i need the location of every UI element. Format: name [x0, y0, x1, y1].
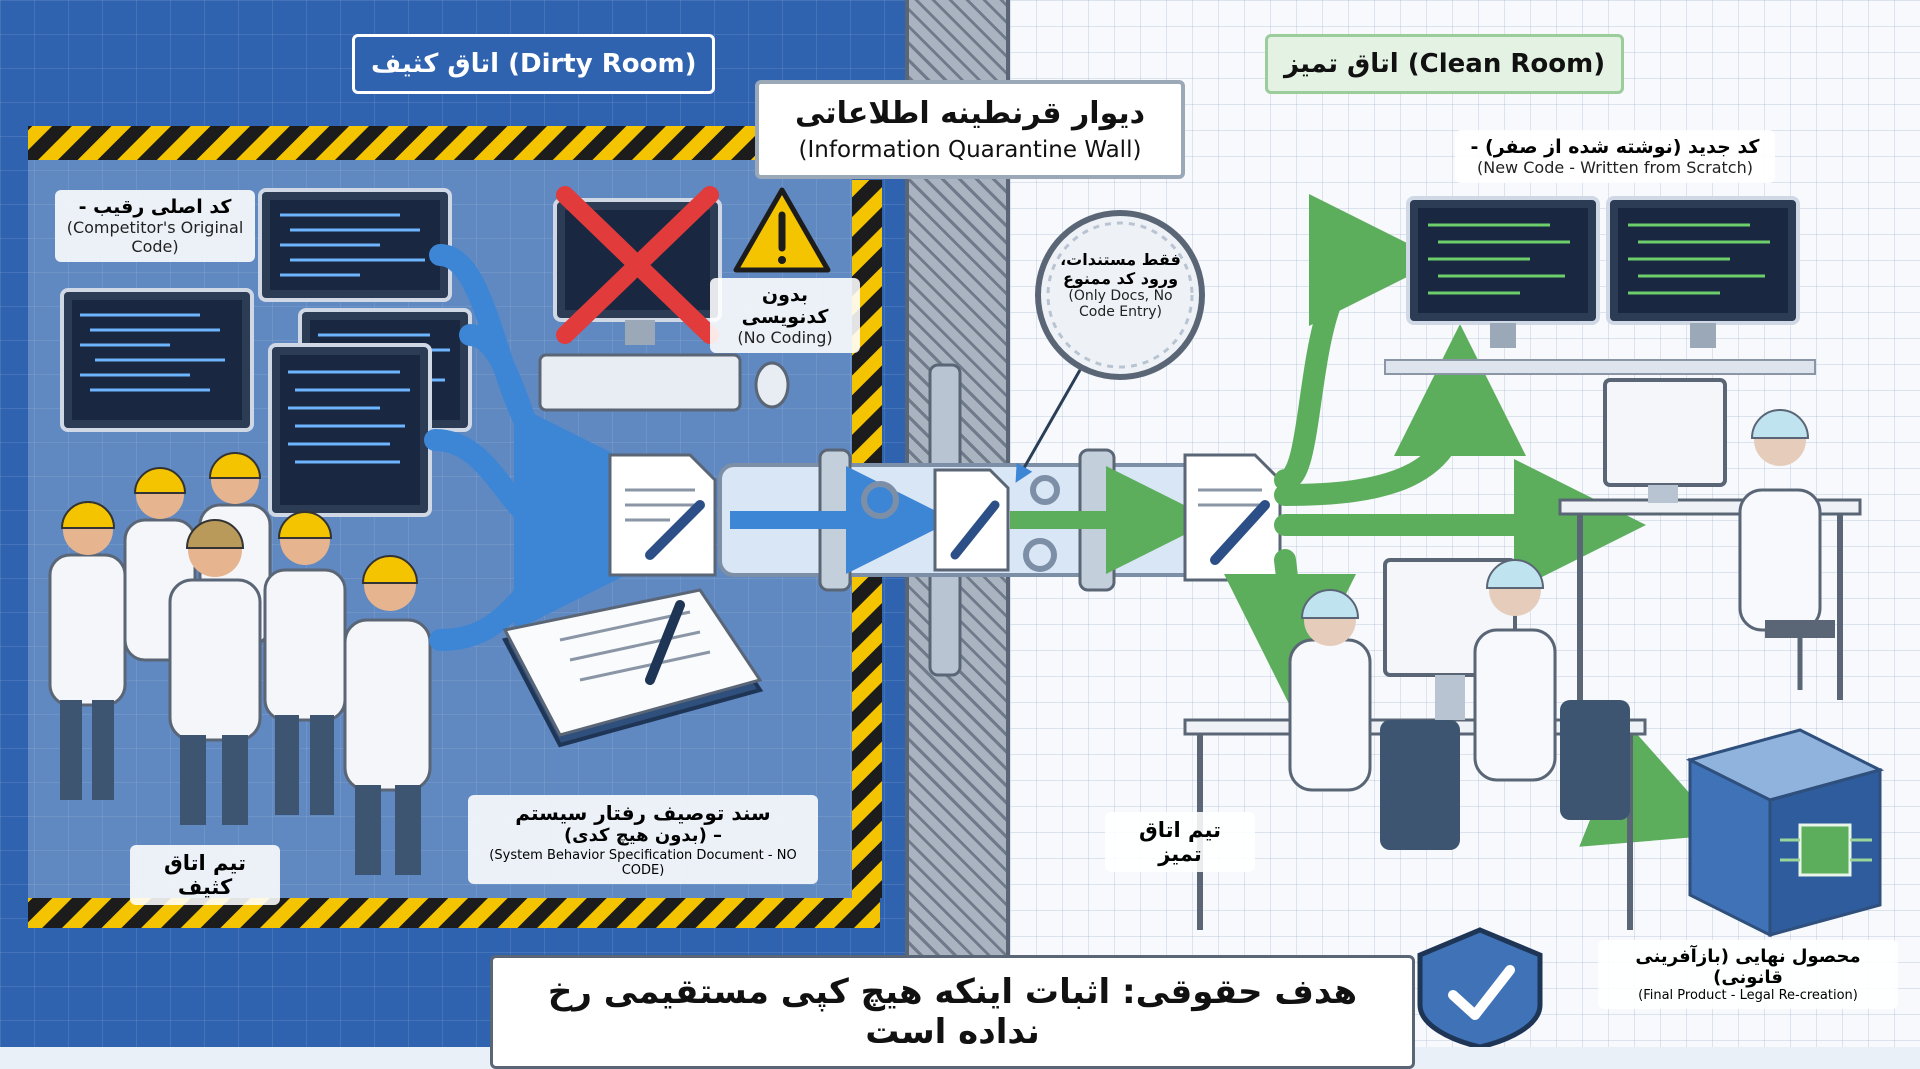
gear-icon — [861, 475, 1060, 572]
new-code-monitor — [1406, 196, 1600, 348]
spec-document-label-fa1: سند توصیف رفتار سیستم — [515, 801, 771, 825]
legal-goal-banner: هدف حقوقی: اثبات اینکه هیچ کپی مستقیمی ر… — [490, 955, 1415, 1069]
dirty-room-title: اتاق کثیف (Dirty Room) — [352, 34, 716, 94]
warning-icon — [733, 187, 831, 273]
filter-label-en: (Only Docs, No Code Entry) — [1068, 288, 1173, 320]
final-product-label-en: (Final Product - Legal Re-creation) — [1638, 988, 1858, 1003]
clean-workstation — [1183, 558, 1647, 930]
new-code-monitor — [1606, 196, 1800, 348]
source-code-monitor — [258, 188, 452, 302]
new-code-label: کد جدید (نوشته شده از صفر) - (New Code -… — [1455, 130, 1775, 183]
source-code-label: کد اصلی رقیب - (Competitor's Original Co… — [55, 190, 255, 262]
clean-workstation — [1558, 378, 1862, 700]
document-pen-icon — [933, 468, 1010, 572]
document-pen-icon — [1183, 453, 1282, 582]
final-product-label: محصول نهایی (بازآفرینی قانونی) (Final Pr… — [1598, 940, 1898, 1009]
document-pen-icon — [608, 453, 717, 577]
no-coding-label: بدون کدنویسی (No Coding) — [710, 278, 860, 353]
chip-icon — [1685, 728, 1885, 938]
specification-book — [501, 588, 764, 748]
clean-team-label: تیم اتاق تمیز — [1105, 812, 1255, 872]
source-code-monitor — [60, 288, 254, 432]
new-code-label-en: (New Code - Written from Scratch) — [1477, 158, 1753, 177]
spec-document-label-fa2: – (بدون هیچ کدی) — [563, 825, 723, 846]
spec-document-label-en: (System Behavior Specification Document … — [489, 848, 797, 878]
clean-room-title: اتاق تمیز (Clean Room) — [1265, 34, 1625, 94]
shield-check-icon — [1417, 927, 1543, 1047]
filter-label-fa: فقط مستندات، ورود کد ممنوع — [1060, 250, 1181, 288]
wall-title-fa: دیوار قرنطینه اطلاعاتی — [794, 96, 1146, 131]
dirty-flow-arrows — [424, 244, 646, 651]
wall-title: دیوار قرنطینه اطلاعاتی (Information Quar… — [755, 80, 1185, 179]
source-code-label-en: (Competitor's Original Code) — [66, 218, 244, 256]
source-code-label-fa: کد اصلی رقیب - — [78, 196, 232, 218]
no-coding-label-fa: بدون کدنویسی — [741, 284, 829, 328]
filter-badge — [1015, 210, 1205, 483]
wall-title-en: (Information Quarantine Wall) — [798, 137, 1142, 163]
final-product-label-fa: محصول نهایی (بازآفرینی قانونی) — [1635, 946, 1861, 988]
new-code-label-fa: کد جدید (نوشته شده از صفر) - — [1470, 136, 1760, 158]
spec-document-label: سند توصیف رفتار سیستم – (بدون هیچ کدی) (… — [468, 795, 818, 884]
no-coding-label-en: (No Coding) — [737, 328, 833, 347]
source-code-monitor — [268, 343, 432, 517]
dirty-team-engineers — [48, 452, 432, 875]
illustration — [28, 126, 1885, 1047]
filter-label: فقط مستندات، ورود کد ممنوع (Only Docs, N… — [1058, 250, 1183, 320]
new-code-shelf — [1384, 359, 1816, 375]
cross-icon — [556, 186, 719, 344]
dirty-team-label: تیم اتاق کثیف — [130, 845, 280, 905]
